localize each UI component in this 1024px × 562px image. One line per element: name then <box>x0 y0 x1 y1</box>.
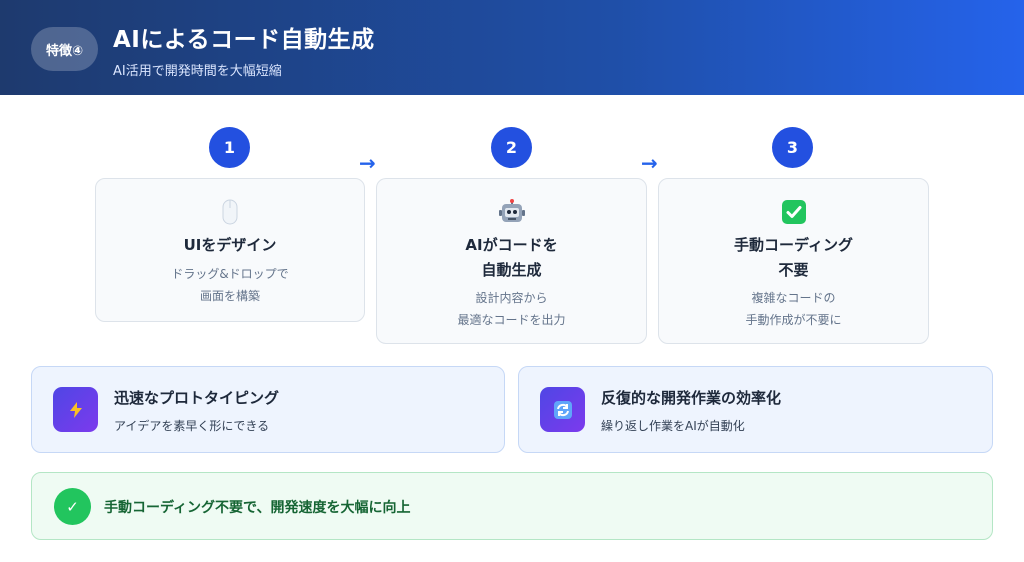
feature-description: 繰り返し作業をAIが自動化 <box>601 419 745 433</box>
feature-badge: 特徴④ <box>31 27 98 71</box>
refresh-icon <box>540 387 585 432</box>
page-title: AIによるコード自動生成 <box>113 27 375 53</box>
mouse-icon <box>96 199 364 225</box>
arrow-right-icon: → <box>359 151 376 175</box>
robot-icon <box>377 199 646 225</box>
step-description: 設計内容から 最適なコードを出力 <box>457 291 566 327</box>
step-card-no-coding: 手動コーディング 不要 複雑なコードの 手動作成が不要に <box>658 178 929 344</box>
step-description: ドラッグ&ドロップで 画面を構築 <box>171 267 289 303</box>
feature-description: アイデアを素早く形にできる <box>114 419 270 433</box>
step-title: UIをデザイン <box>183 236 277 254</box>
step-number-3: 3 <box>772 127 813 168</box>
feature-title: 反復的な開発作業の効率化 <box>601 389 782 407</box>
step-title: AIがコードを 自動生成 <box>465 236 558 279</box>
step-number-1: 1 <box>209 127 250 168</box>
step-card-design: UIをデザイン ドラッグ&ドロップで 画面を構築 <box>95 178 365 322</box>
lightning-icon <box>53 387 98 432</box>
header-banner: 特徴④ AIによるコード自動生成 AI活用で開発時間を大幅短縮 <box>0 0 1024 95</box>
feature-iterative-efficiency: 反復的な開発作業の効率化 繰り返し作業をAIが自動化 <box>518 366 993 453</box>
check-mark-icon <box>659 199 928 225</box>
page-subtitle: AI活用で開発時間を大幅短縮 <box>113 64 282 79</box>
step-number-2: 2 <box>491 127 532 168</box>
feature-rapid-prototyping: 迅速なプロトタイピング アイデアを素早く形にできる <box>31 366 505 453</box>
result-summary: ✓ 手動コーディング不要で、開発速度を大幅に向上 <box>31 472 993 540</box>
result-text: 手動コーディング不要で、開発速度を大幅に向上 <box>104 500 411 516</box>
step-description: 複雑なコードの 手動作成が不要に <box>745 291 842 327</box>
step-title: 手動コーディング 不要 <box>734 236 853 279</box>
step-card-generate: AIがコードを 自動生成 設計内容から 最適なコードを出力 <box>376 178 647 344</box>
arrow-right-icon: → <box>641 151 658 175</box>
feature-title: 迅速なプロトタイピング <box>114 389 280 407</box>
check-circle-icon: ✓ <box>54 488 91 525</box>
